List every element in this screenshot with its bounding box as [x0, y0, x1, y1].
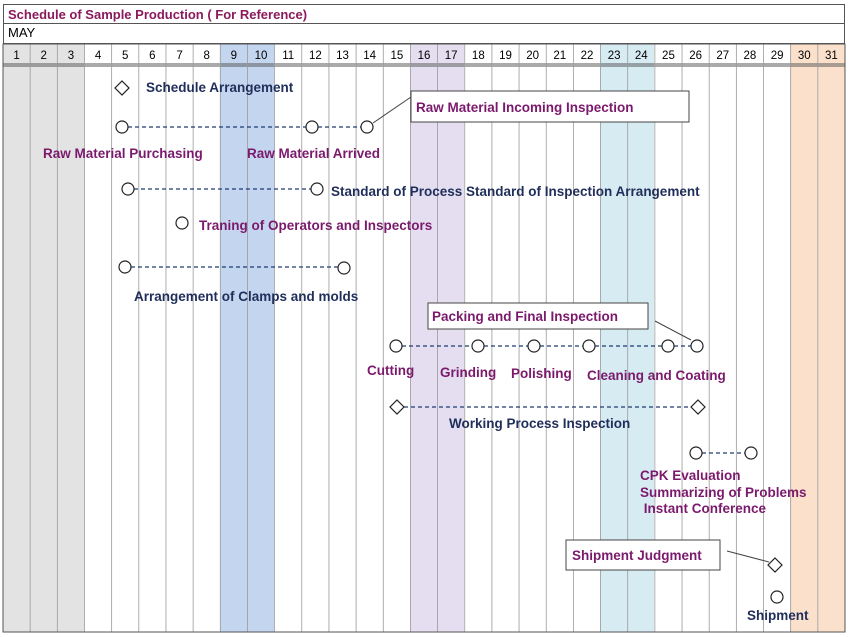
circle-marker-shipment	[770, 590, 784, 604]
page-title: Schedule of Sample Production ( For Refe…	[8, 7, 308, 22]
label-shipment: Shipment	[747, 608, 809, 623]
day-number: 22	[581, 50, 594, 62]
day-number: 16	[418, 50, 431, 62]
day-number: 24	[635, 50, 648, 62]
day-number: 20	[526, 50, 539, 62]
day-number: 8	[204, 50, 210, 62]
day-number: 10	[255, 50, 268, 62]
day-number: 29	[771, 50, 784, 62]
month-label: MAY	[8, 25, 36, 40]
highlight-band-16-17	[410, 44, 464, 632]
callout-box-shipment-judgment	[565, 539, 721, 571]
circle-marker-cpk-end	[744, 446, 758, 460]
weekend-band-1-3	[3, 44, 84, 632]
callout-box-packing-final	[427, 302, 649, 330]
day-number: 14	[363, 50, 376, 62]
diamond-marker-working-start	[389, 399, 405, 415]
day-number: 7	[176, 50, 182, 62]
day-number: 1	[13, 50, 19, 62]
label-schedule-arrangement: Schedule Arrangement	[146, 80, 294, 95]
circle-marker-clamps-start	[118, 260, 132, 274]
day-number: 31	[825, 50, 838, 62]
day-number: 12	[309, 50, 322, 62]
label-raw-material-incoming-inspection: Raw Material Incoming Inspection	[416, 100, 634, 115]
day-number: 13	[336, 50, 349, 62]
circle-marker-standard-end	[310, 182, 324, 196]
label-clamps-molds: Arrangement of Clamps and molds	[134, 289, 358, 304]
circle-marker-polishing	[527, 339, 541, 353]
label-cleaning-coating: Cleaning and Coating	[587, 368, 726, 383]
leader-incoming-inspection	[372, 96, 412, 124]
callout-box-incoming-inspection	[410, 90, 690, 123]
circle-marker-cpk-start	[689, 446, 703, 460]
label-training: Traning of Operators and Inspectors	[199, 218, 432, 233]
label-raw-material-arrived: Raw Material Arrived	[247, 146, 380, 161]
label-instant-conference: Instant Conference	[640, 501, 767, 516]
circle-marker-grinding	[471, 339, 485, 353]
column-bands	[3, 44, 845, 632]
circle-marker-training	[175, 216, 189, 230]
diamond-marker-schedule	[114, 80, 130, 96]
circle-marker-arrived	[305, 120, 319, 134]
circle-marker-cutting	[389, 339, 403, 353]
day-number: 17	[445, 50, 458, 62]
circle-marker-incoming-inspection	[360, 120, 374, 134]
circle-marker-standard-start	[121, 182, 135, 196]
label-summarizing-problems: Summarizing of Problems	[640, 485, 807, 500]
day-number: 27	[716, 50, 729, 62]
highlight-band-9-10	[220, 44, 274, 632]
label-cutting: Cutting	[367, 363, 414, 378]
leader-packing-final	[654, 320, 692, 341]
diamond-marker-shipment-judgment	[767, 557, 783, 573]
label-working-process-inspection: Working Process Inspection	[449, 416, 630, 431]
circle-marker-clamps-end	[337, 261, 351, 275]
day-number: 21	[553, 50, 566, 62]
day-number: 23	[608, 50, 621, 62]
day-number: 9	[231, 50, 237, 62]
day-number: 30	[798, 50, 811, 62]
day-number: 19	[499, 50, 512, 62]
day-number: 11	[282, 50, 294, 62]
day-number: 18	[472, 50, 485, 62]
day-number: 2	[41, 50, 47, 62]
day-number: 26	[689, 50, 702, 62]
label-standard-arrangement: Standard of Process Standard of Inspecti…	[331, 184, 700, 199]
diamond-marker-working-end	[690, 399, 706, 415]
label-polishing: Polishing	[511, 366, 572, 381]
chart-border	[2, 43, 846, 633]
day-number: 4	[95, 50, 102, 62]
label-shipment-judgment: Shipment Judgment	[572, 548, 702, 563]
circle-marker-cleaning	[582, 339, 596, 353]
leader-shipment-judgment	[726, 550, 770, 563]
day-number: 15	[390, 50, 403, 62]
label-packing-final-inspection: Packing and Final Inspection	[432, 309, 618, 324]
day-number: 6	[149, 50, 155, 62]
day-number: 3	[68, 50, 74, 62]
highlight-band-23-24	[600, 44, 654, 632]
label-cpk-evaluation: CPK Evaluation	[640, 468, 741, 483]
day-grid	[29, 44, 819, 632]
label-grinding: Grinding	[440, 365, 496, 380]
circle-marker-coating	[661, 339, 675, 353]
day-number: 28	[744, 50, 757, 62]
title-bar: Schedule of Sample Production ( For Refe…	[3, 4, 845, 24]
circle-marker-packing	[690, 339, 704, 353]
day-number: 25	[662, 50, 675, 62]
label-raw-material-purchasing: Raw Material Purchasing	[43, 146, 203, 161]
day-number: 5	[122, 50, 128, 62]
circle-marker-purchasing	[115, 120, 129, 134]
